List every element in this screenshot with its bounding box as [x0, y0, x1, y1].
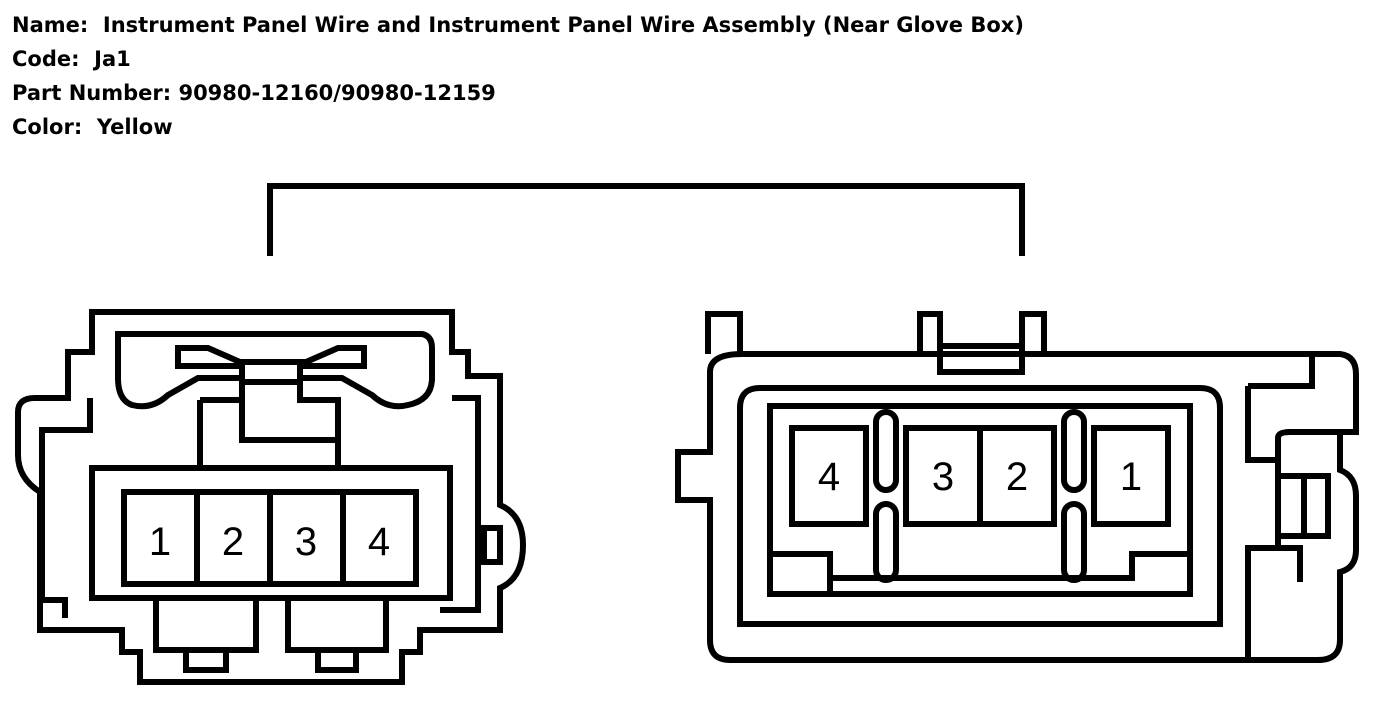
right-cavity-steps [770, 551, 1190, 594]
right-slot-2-top [1061, 409, 1087, 493]
color-line: Color: Yellow [12, 110, 1024, 144]
right-pin-label: 4 [818, 455, 840, 499]
right-top-tab-left [705, 311, 743, 354]
left-connector [15, 309, 527, 685]
name-line: Name: Instrument Panel Wire and Instrume… [12, 8, 1024, 42]
right-cavity-window [767, 403, 1193, 597]
code-label: Code: [12, 47, 80, 71]
code-value: Ja1 [94, 47, 131, 71]
name-label: Name: [12, 13, 89, 37]
part-number-value: 90980-12160/90980-12159 [178, 81, 496, 105]
left-bottom-foot-2 [315, 647, 359, 673]
right-pin-label: 2 [1006, 455, 1028, 499]
right-pin-label: 1 [1120, 455, 1142, 499]
right-slot-1-bottom [873, 501, 899, 583]
right-slot-2-bottom [1061, 501, 1087, 583]
right-connector [675, 311, 1359, 663]
left-side-lug [481, 525, 503, 565]
connector-info: Name: Instrument Panel Wire and Instrume… [12, 8, 1024, 144]
right-connector-outer-body [675, 351, 1359, 663]
right-side-latch [1245, 356, 1340, 660]
left-pin-label: 3 [295, 520, 317, 564]
part-number-line: Part Number: 90980-12160/90980-12159 [12, 76, 1024, 110]
code-line: Code: Ja1 [12, 42, 1024, 76]
part-number-label: Part Number: [12, 81, 172, 105]
right-pin-label: 3 [932, 455, 954, 499]
left-connector-inner-outline-right [440, 395, 481, 613]
left-bottom-tab-1 [153, 595, 259, 653]
left-latch [115, 331, 435, 410]
left-latch-center [239, 379, 341, 443]
left-pin-label: 1 [149, 520, 171, 564]
right-pin-box-right [1091, 425, 1171, 527]
right-inner-frame [737, 385, 1223, 627]
color-value: Yellow [96, 115, 173, 139]
left-connector-inner-outline [39, 398, 93, 618]
left-pin-label: 2 [222, 520, 244, 564]
left-bottom-tab-2 [285, 595, 389, 653]
left-bottom-foot-1 [183, 647, 229, 673]
color-label: Color: [12, 115, 83, 139]
pairing-bracket [267, 183, 1025, 256]
right-top-tab-center [917, 311, 1047, 375]
name-value: Instrument Panel Wire and Instrument Pan… [102, 13, 1024, 37]
right-slot-1-top [873, 409, 899, 493]
left-latch-center-lines [197, 397, 341, 468]
left-cavity-window [89, 465, 453, 601]
left-pin-label: 4 [368, 520, 390, 564]
left-connector-outer-body [15, 309, 527, 685]
right-pin-box-left [789, 425, 869, 527]
